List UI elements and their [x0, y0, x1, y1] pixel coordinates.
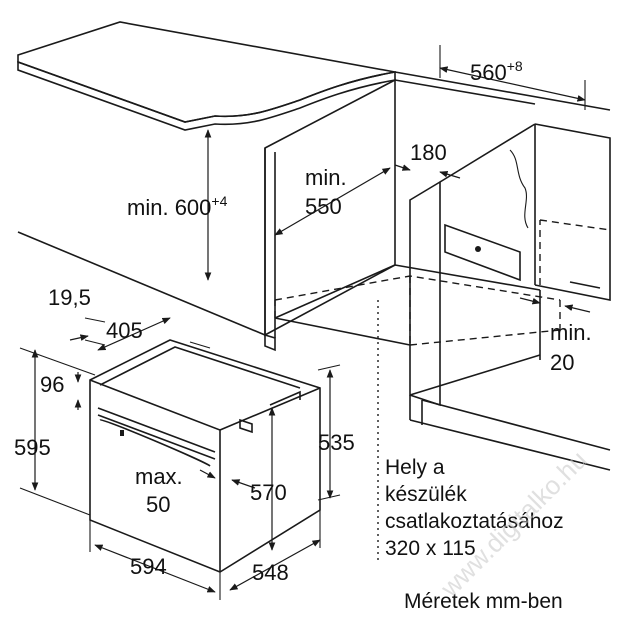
label-535: 535: [318, 430, 355, 455]
label-405: 405: [106, 318, 143, 343]
countertop: [17, 21, 611, 131]
connection-note-line3: csatlakoztatásához: [385, 510, 564, 533]
dim-line-19-5: [69, 334, 89, 341]
label-50-line2: 50: [146, 492, 170, 517]
dim-line-550: [274, 167, 391, 236]
dim-line-594: [94, 544, 216, 593]
label-600: min. 600+4: [127, 193, 228, 220]
label-96: 96: [40, 372, 64, 397]
dim-line-560: [439, 66, 586, 102]
oven-appliance: [89, 339, 321, 573]
dimension-lines: [19, 45, 591, 600]
units-note: Méretek mm-ben: [404, 590, 563, 613]
connection-note-line4: 320 x 115: [385, 537, 476, 560]
connection-area: [444, 223, 521, 282]
label-19-5: 19,5: [48, 285, 91, 310]
dimension-labels: 560+8 min. 600+4 min. 550 180 min. 20 19…: [14, 58, 592, 585]
label-594: 594: [130, 554, 167, 579]
cabinet-niche: [17, 78, 611, 471]
dim-line-20-right: [564, 304, 591, 313]
oven-outline-dashed: [274, 219, 611, 560]
dim-line-548: [229, 539, 321, 591]
connection-note-line1: Hely a: [385, 456, 445, 479]
label-180: 180: [410, 140, 447, 165]
label-20-line1: min.: [550, 320, 592, 345]
label-595: 595: [14, 435, 51, 460]
label-20-line2: 20: [550, 350, 574, 375]
dim-line-405: [97, 317, 171, 351]
connection-note: Hely a készülék csatlakoztatásához 320 x…: [385, 456, 564, 560]
label-50-line1: max.: [135, 464, 183, 489]
dim-line-180-right: [439, 170, 461, 179]
dim-line-20-left: [519, 297, 541, 305]
dim-line-180-left: [394, 164, 411, 171]
label-550-line2: 550: [305, 194, 342, 219]
label-550-line1: min.: [305, 165, 347, 190]
dim-line-50-left: [199, 469, 216, 479]
label-570: 570: [250, 480, 287, 505]
side-wall-top: [509, 123, 611, 301]
dim-line-50-right: [231, 479, 256, 489]
label-560: 560+8: [470, 58, 523, 85]
label-548: 548: [252, 560, 289, 585]
connection-note-line2: készülék: [385, 483, 467, 506]
